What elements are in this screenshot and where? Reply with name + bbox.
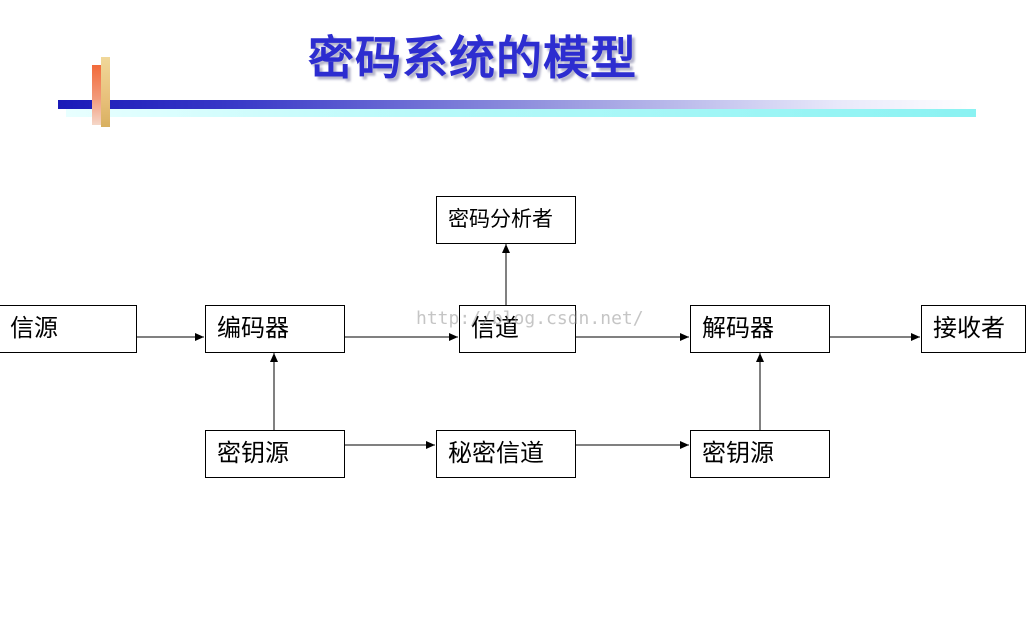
title-underline-bar <box>58 100 976 109</box>
node-secret-channel: 秘密信道 <box>436 430 576 478</box>
node-encoder: 编码器 <box>205 305 345 353</box>
node-decoder: 解码器 <box>690 305 830 353</box>
decorative-tan-bar <box>101 57 110 127</box>
node-key-source-right: 密钥源 <box>690 430 830 478</box>
node-receiver: 接收者 <box>921 305 1026 353</box>
decorative-orange-bar <box>92 65 101 125</box>
node-info-source: 信源 <box>0 305 137 353</box>
node-channel: 信道 <box>459 305 576 353</box>
title-underline-shadow-bar <box>66 109 976 117</box>
node-cryptanalyst: 密码分析者 <box>436 196 576 244</box>
node-key-source-left: 密钥源 <box>205 430 345 478</box>
page-title: 密码系统的模型 <box>308 31 637 85</box>
